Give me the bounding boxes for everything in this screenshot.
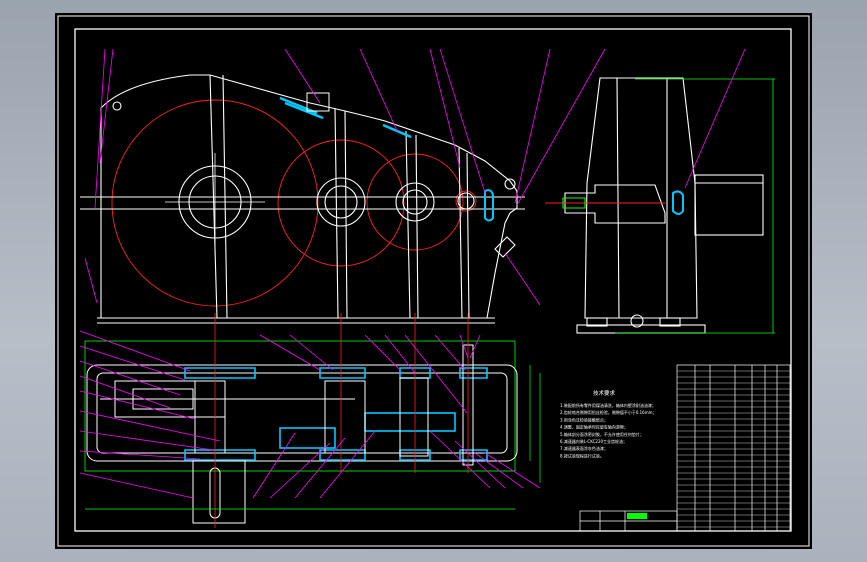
note-line: 2.齿轮啮合侧隙用铅丝检验，侧隙值不小于0.16mm；: [560, 409, 657, 415]
parts-list: [579, 364, 791, 532]
cad-viewport[interactable]: 技术要求 1.装配前所有零件用煤油清洗，箱体内壁涂耐油油漆；2.齿轮啮合侧隙用铅…: [55, 13, 812, 549]
housing-outline: [80, 74, 525, 324]
notes-title: 技术要求: [593, 389, 616, 397]
note-line: 4.调整、固定轴承时应留有轴向游隙；: [560, 424, 628, 430]
top-view: [84, 313, 541, 528]
note-line: 7.减速器表面涂灰色油漆；: [560, 445, 608, 451]
parts-list-rows: [677, 370, 790, 528]
technical-notes: 技术要求 1.装配前所有零件用煤油清洗，箱体内壁涂耐油油漆；2.齿轮啮合侧隙用铅…: [560, 389, 657, 458]
leader-lines: [79, 48, 746, 499]
note-line: 3.用涂色法检验接触斑点；: [560, 416, 608, 422]
drawing-stamp: [627, 513, 647, 519]
note-line: 6.减速器内装L-CKC220工业齿轮油；: [560, 438, 627, 444]
note-line: 8.按试验规程进行试验。: [560, 452, 604, 458]
pitch-circles: [111, 99, 477, 307]
note-line: 1.装配前所有零件用煤油清洗，箱体内壁涂耐油油漆；: [560, 402, 656, 408]
note-line: 5.箱体剖分面涂密封胶，不允许使用任何垫片；: [560, 431, 644, 437]
front-view: [80, 74, 525, 324]
vent-plug: [306, 92, 330, 112]
inner-frame: [74, 28, 792, 532]
side-view: [545, 77, 775, 334]
outer-frame: [57, 15, 810, 547]
notes-lines: 1.装配前所有零件用煤油清洗，箱体内壁涂耐油油漆；2.齿轮啮合侧隙用铅丝检验，侧…: [560, 402, 657, 458]
oil-gauge: [484, 189, 494, 222]
drawing-canvas: 技术要求 1.装配前所有零件用煤油清洗，箱体内壁涂耐油油漆；2.齿轮啮合侧隙用铅…: [57, 15, 810, 547]
